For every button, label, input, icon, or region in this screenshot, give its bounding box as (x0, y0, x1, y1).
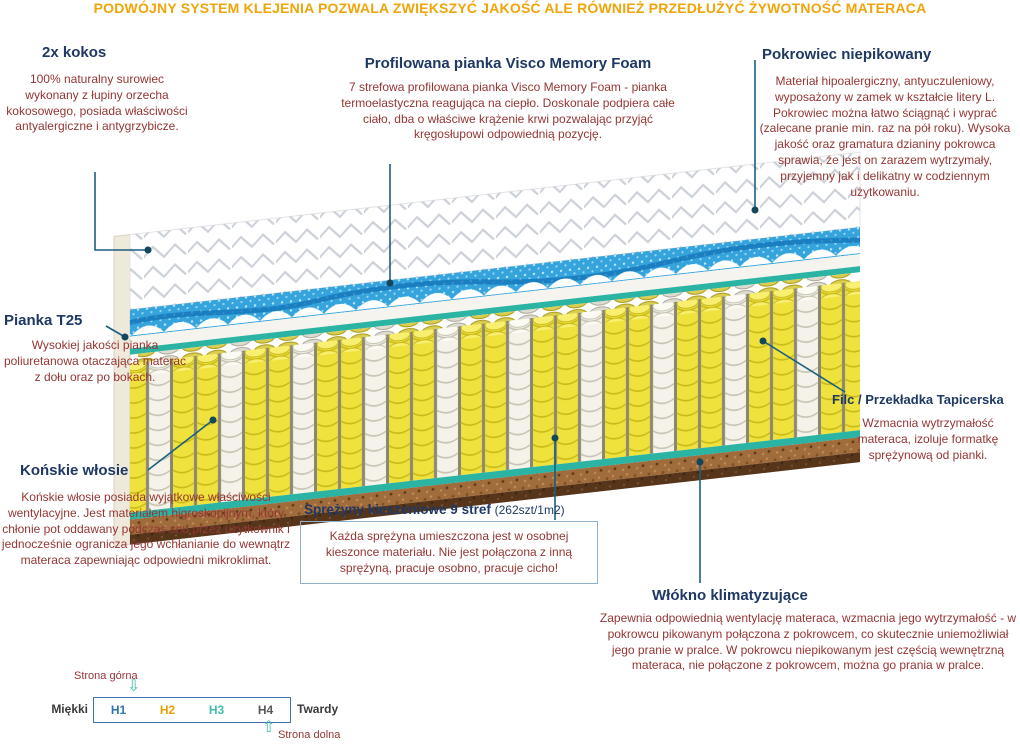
arrow-down-icon: ⇩ (127, 678, 141, 695)
arrow-up-icon: ⇧ (262, 719, 276, 736)
callout-kokos-title: 2x kokos (42, 44, 107, 61)
callout-sprezyny-body: Każda sprężyna umieszczona jest w osobne… (325, 529, 573, 575)
scale-soft-label: Miękki (51, 702, 88, 716)
sprezyny-count: (262szt/1m2) (494, 503, 565, 517)
callout-t25-body: Wysokiej jakości pianka poliuretanowa ot… (3, 338, 187, 384)
firmness-level-h1: H1 (110, 703, 127, 717)
firmness-level-h2: H2 (159, 703, 176, 717)
scale-top-side-label: Strona górna (74, 670, 138, 682)
callout-pokrowiec-title: Pokrowiec niepikowany (762, 46, 932, 63)
layer-springs-back (138, 273, 852, 366)
callout-wlokno-body: Zapewnia odpowiednią wentylację materaca… (599, 611, 1017, 673)
callout-sprezyny-title: Sprężyny kieszeniowe 9 stref (262szt/1m2… (304, 502, 565, 517)
mattress-layers (113, 151, 861, 547)
scale-hard-label: Twardy (297, 702, 339, 716)
callout-filc-body: Wzmacnia wytrzymałość materaca, izoluje … (857, 416, 999, 462)
layer-felt-top (130, 266, 860, 355)
callout-konskie-title: Końskie włosie (20, 462, 129, 479)
firmness-level-h4: H4 (257, 703, 274, 717)
callout-sprezyny-box: Każda sprężyna umieszczona jest w osobne… (300, 521, 598, 585)
callout-pokrowiec-body: Materiał hipoalergiczny, antyuczuleniowy… (759, 74, 1011, 199)
callout-visco-body: 7 strefowa profilowana pianka Visco Memo… (341, 80, 675, 142)
firmness-scale: H1 H2 H3 H4 (93, 697, 291, 723)
scale-bottom-side-label: Strona dolna (278, 729, 341, 741)
callout-visco-title: Profilowana pianka Visco Memory Foam (364, 55, 652, 72)
callout-konskie-body: Końskie włosie posiada wyjątkowe właściw… (1, 490, 291, 568)
banner-title: PODWÓJNY SYSTEM KLEJENIA POZWALA ZWIĘKSZ… (93, 0, 927, 16)
callout-kokos-body: 100% naturalny surowiec wykonany z łupin… (6, 72, 188, 134)
callout-filc-title: Filc / Przekładka Tapicerska (832, 392, 1004, 407)
layer-springs (130, 281, 860, 513)
layer-coconut (130, 437, 860, 535)
layer-felt-bottom (130, 430, 860, 520)
layer-thin-foam (130, 254, 860, 349)
sprezyny-title-text: Sprężyny kieszeniowe 9 stref (304, 502, 491, 517)
callout-wlokno-title: Włókno klimatyzujące (652, 587, 808, 604)
firmness-level-h3: H3 (208, 703, 225, 717)
mattress-illustration (113, 151, 861, 547)
callout-t25-title: Pianka T25 (4, 312, 83, 329)
